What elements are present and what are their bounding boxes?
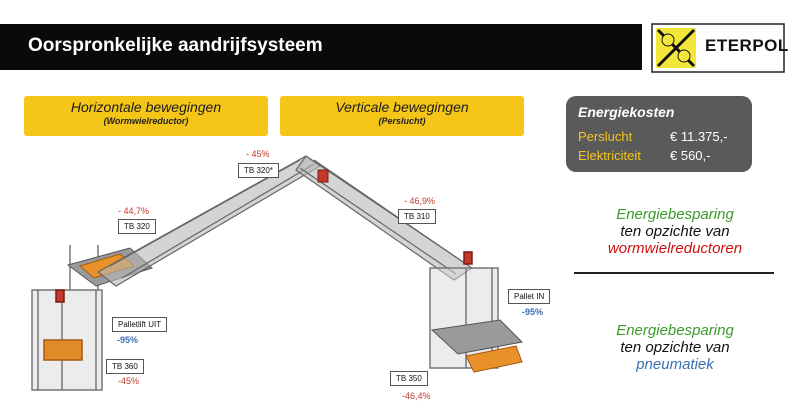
savings-target-pneumatic: pneumatiek xyxy=(636,356,714,373)
energy-row-label: Elektriciteit xyxy=(578,148,641,163)
tb310-percentage: - 46,9% xyxy=(404,196,436,206)
divider xyxy=(574,272,774,274)
conveyor-system-illustration xyxy=(31,155,524,391)
palletin-percentage: -95% xyxy=(522,307,544,317)
savings-relative: ten opzichte van xyxy=(620,223,730,240)
palletin-label: Pallet IN xyxy=(508,289,551,304)
horizontal-movements-subtitle: (Wormwielreductor) xyxy=(103,116,189,126)
page-title: Oorspronkelijke aandrijfsysteem xyxy=(28,35,323,56)
palletlift-percentage: -95% xyxy=(117,335,139,345)
tb320-label: TB 320 xyxy=(118,219,156,234)
savings-vs-pneumatic-block: Energiebesparing ten opzichte van pneuma… xyxy=(580,322,770,373)
eterpol-logo xyxy=(650,22,786,74)
vertical-movements-title: Verticale bewegingen xyxy=(335,99,469,115)
energy-row-value: € 560,- xyxy=(670,148,711,163)
tb320star-label: TB 320* xyxy=(238,163,279,178)
tb350-percentage: -46,4% xyxy=(402,391,431,401)
horizontal-movements-box: Horizontale bewegingen (Wormwielreductor… xyxy=(24,96,268,136)
energy-row-label: Perslucht xyxy=(578,129,633,144)
energy-row-value: € 11.375,- xyxy=(670,129,728,144)
tb350-label: TB 350 xyxy=(390,371,428,386)
tb320-percentage: - 44,7% xyxy=(118,206,150,216)
savings-heading: Energiebesparing xyxy=(616,322,734,339)
savings-relative: ten opzichte van xyxy=(620,339,730,356)
tb320star-percentage: - 45% xyxy=(246,149,270,159)
horizontal-movements-title: Horizontale bewegingen xyxy=(70,99,222,115)
tb360-percentage: -45% xyxy=(118,376,140,386)
savings-vs-worm-block: Energiebesparing ten opzichte van wormwi… xyxy=(580,206,770,257)
left-tower xyxy=(31,245,103,391)
logo-wordmark: ETERPOL xyxy=(705,36,789,55)
energy-costs-panel: Energiekosten Perslucht € 11.375,- Elekt… xyxy=(566,96,752,172)
palletlift-label: Palletlift UIT xyxy=(112,317,168,332)
savings-heading: Energiebesparing xyxy=(616,206,734,223)
vertical-movements-subtitle: (Perslucht) xyxy=(378,116,426,126)
tb310-label: TB 310 xyxy=(398,209,436,224)
energy-costs-title: Energiekosten xyxy=(578,104,675,120)
tb360-label: TB 360 xyxy=(106,359,144,374)
savings-target-worm: wormwielreductoren xyxy=(607,240,743,257)
vertical-movements-box: Verticale bewegingen (Perslucht) xyxy=(280,96,524,136)
title-bar: Oorspronkelijke aandrijfsysteem xyxy=(0,24,642,70)
